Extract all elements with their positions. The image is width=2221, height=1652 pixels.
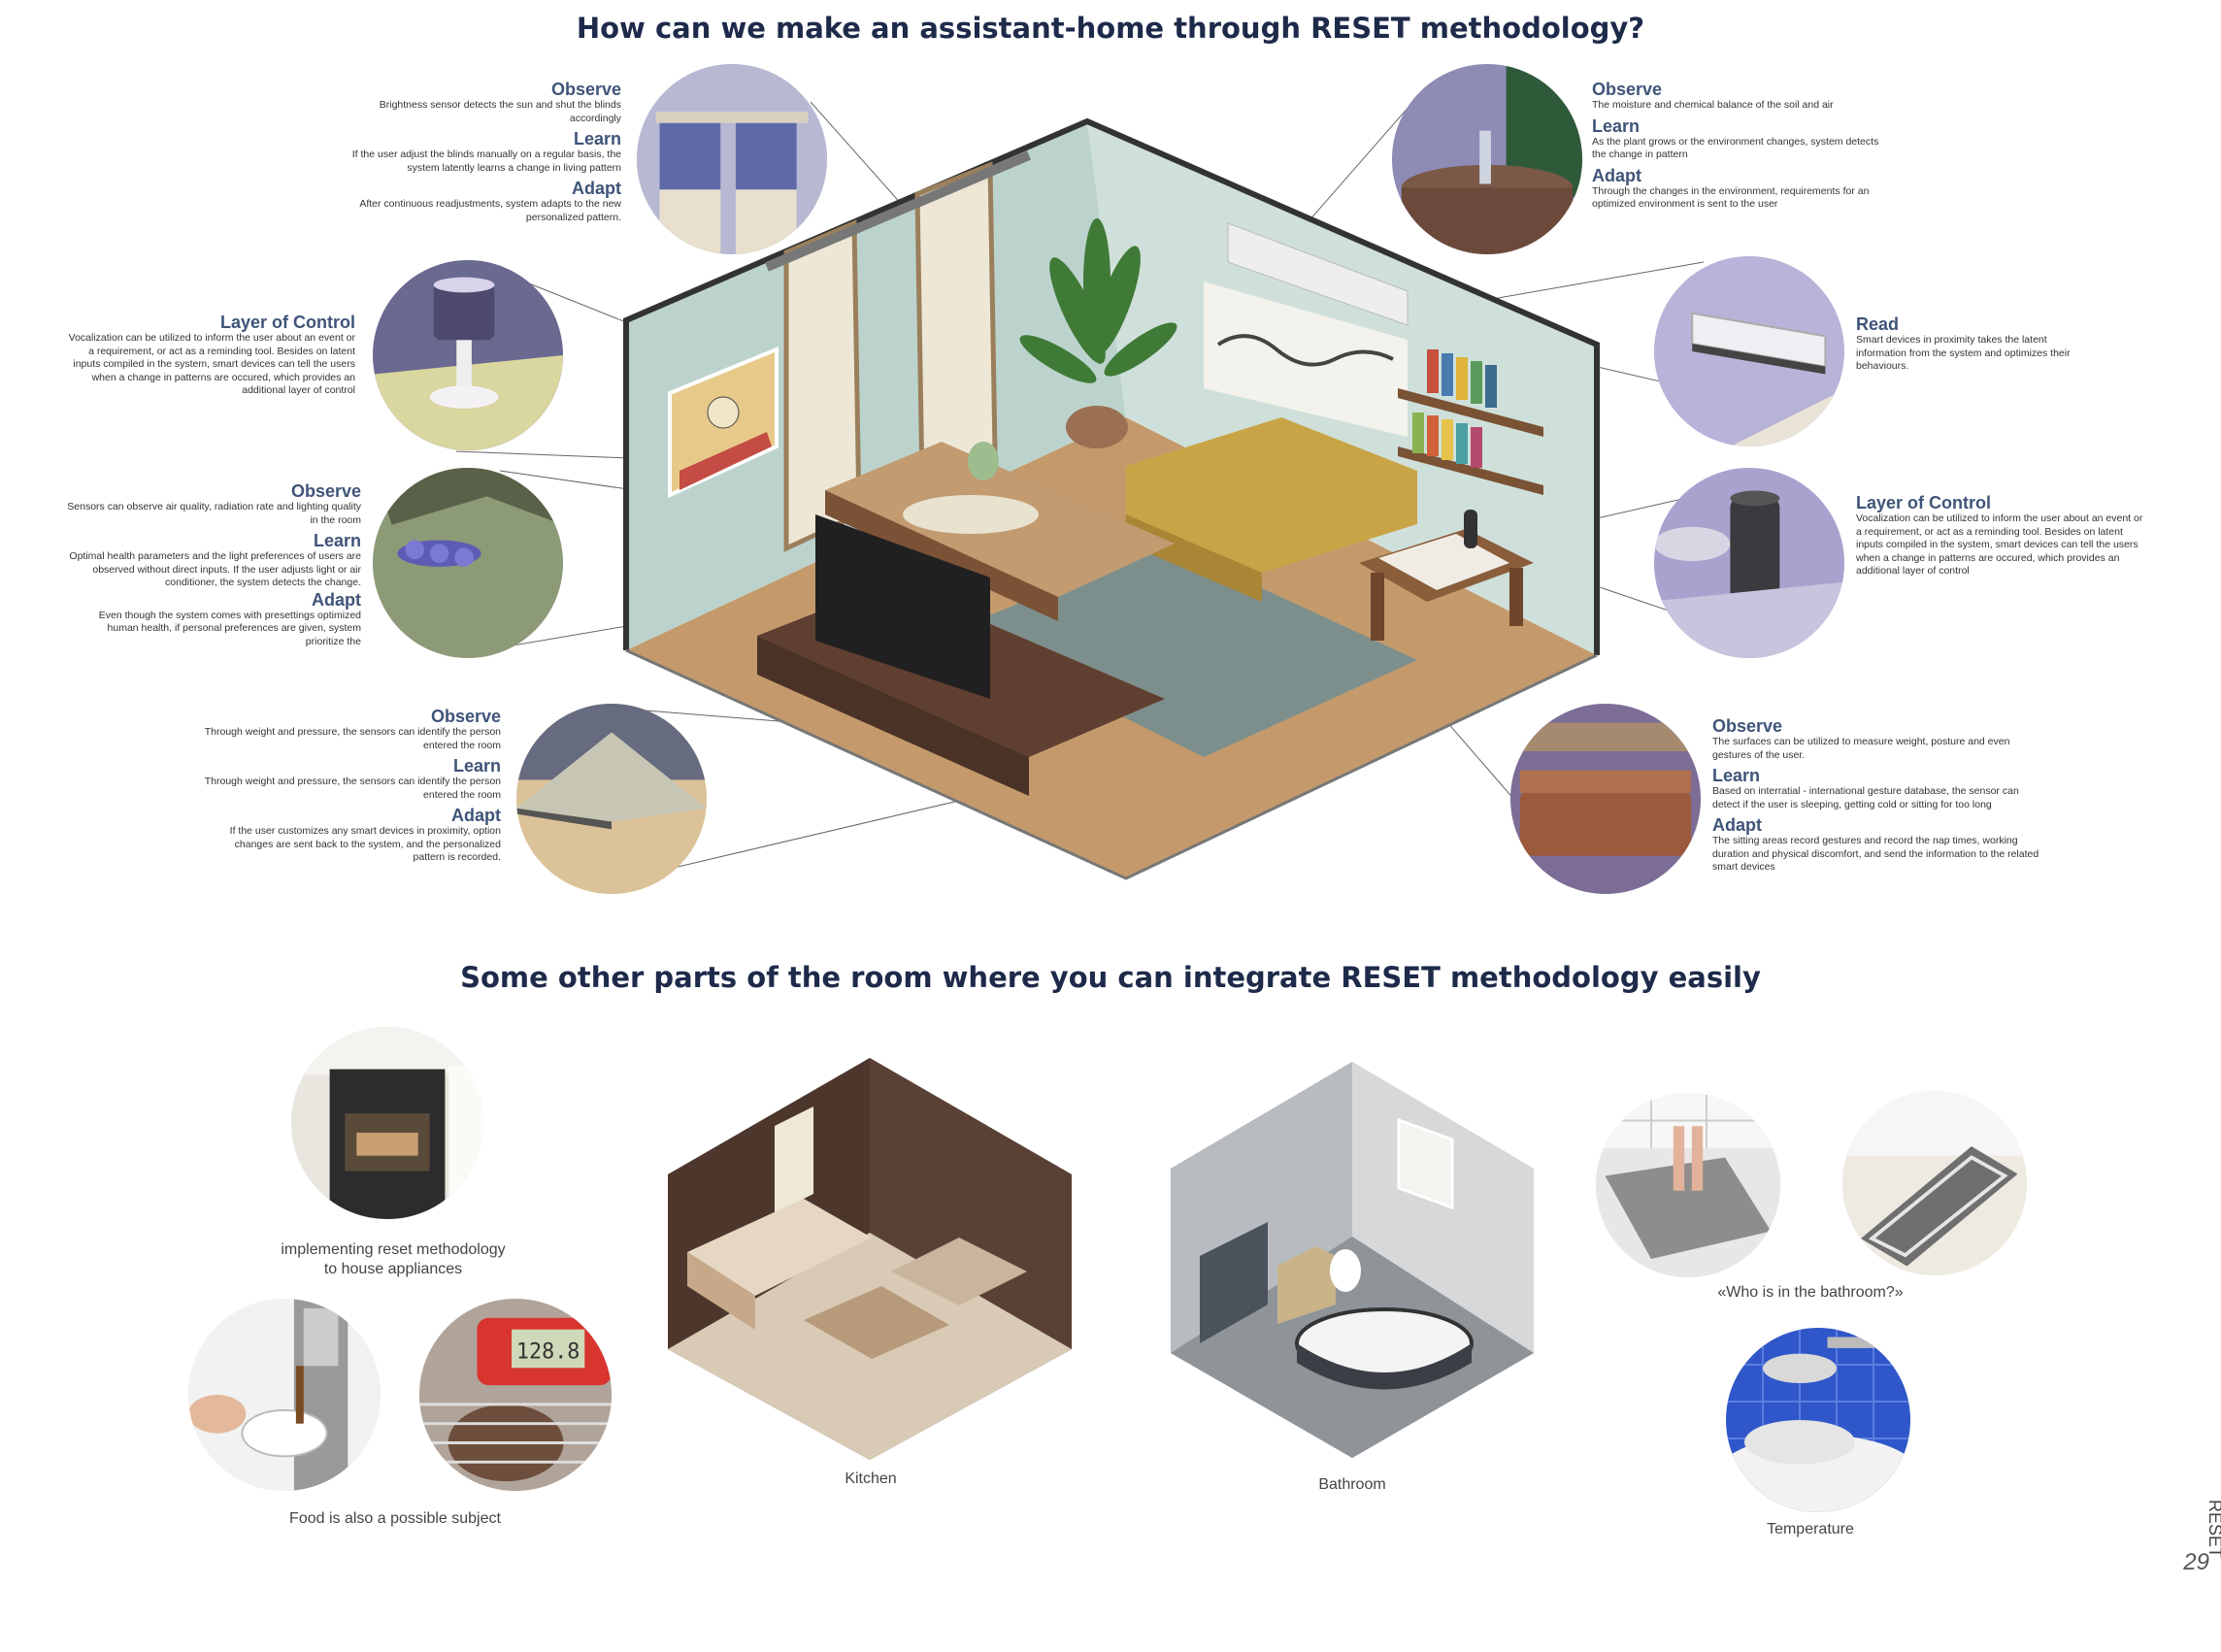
- window-right: [914, 161, 998, 489]
- sofa-annotation: Observe The surfaces can be utilized to …: [1712, 712, 2042, 875]
- annotation-text: After continuous readjustments, system a…: [359, 198, 621, 223]
- side-label: RESET: [2205, 1500, 2221, 1559]
- smart-speaker: [1464, 510, 1477, 548]
- air-sensor-annotation: Observe Sensors can observe air quality,…: [66, 478, 361, 648]
- annotation-heading: Read: [1856, 314, 1900, 334]
- annotation-text: Even though the system comes with preset…: [98, 609, 361, 647]
- ac-annotation: Read Smart devices in proximity takes th…: [1856, 311, 2079, 374]
- page-number: 29: [2183, 1549, 2209, 1575]
- annotation-heading: Learn: [452, 756, 501, 776]
- speaker-annotation: Layer of Control Vocalization can be uti…: [1856, 489, 2147, 578]
- annotation-heading: Adapt: [1712, 815, 1762, 835]
- ac-detail-circle: [1654, 256, 1844, 446]
- annotation-heading: Observe: [1712, 716, 1783, 736]
- bathroom-illustration: [1171, 1062, 1534, 1458]
- room-left-wall: [626, 121, 1126, 650]
- annotation-heading: Observe: [550, 80, 621, 99]
- bath-rug-photo-circle: [1842, 1091, 2027, 1275]
- floor-sensor-annotation: Observe Through weight and pressure, the…: [204, 703, 501, 865]
- temperature-caption: Temperature: [1767, 1521, 1854, 1537]
- sofa-detail-circle: [1510, 704, 1701, 894]
- annotation-text: Vocalization can be utilized to inform t…: [68, 332, 355, 396]
- lamp-detail-circle: [373, 260, 563, 450]
- annotation-text: Through weight and pressure, the sensors…: [204, 776, 501, 801]
- speaker-detail-circle: [1654, 468, 1844, 658]
- bookshelf: [1398, 388, 1543, 437]
- who-in-bathroom-caption: «Who is in the bathroom?»: [1717, 1284, 1904, 1301]
- sofa: [1126, 417, 1417, 573]
- annotation-text: As the plant grows or the environment ch…: [1592, 135, 1879, 161]
- annotation-heading: Learn: [1592, 116, 1641, 136]
- coffee-photo-circle: [188, 1299, 381, 1491]
- annotation-text: The sitting areas record gestures and re…: [1712, 835, 2039, 873]
- annotation-text: Through weight and pressure, the sensors…: [204, 726, 501, 751]
- plant-annotation: Observe The moisture and chemical balanc…: [1592, 76, 1883, 212]
- annotation-text: Through the changes in the environment, …: [1592, 184, 1870, 211]
- annotation-text: If the user adjust the blinds manually o…: [351, 149, 621, 174]
- thermometer-display: 128.8: [516, 1339, 580, 1364]
- annotation-text: Optimal health parameters and the light …: [69, 550, 361, 588]
- blinds-annotation: Observe Brightness sensor detects the su…: [330, 76, 621, 224]
- annotation-text: Sensors can observe air quality, radiati…: [67, 501, 361, 526]
- lamp-annotation: Layer of Control Vocalization can be uti…: [68, 309, 355, 398]
- annotation-heading: Learn: [313, 531, 361, 550]
- appliances-caption: implementing reset methodology to house …: [281, 1241, 506, 1277]
- annotation-heading: Adapt: [572, 179, 621, 198]
- annotation-heading: Learn: [1712, 766, 1761, 785]
- food-caption: Food is also a possible subject: [289, 1510, 501, 1527]
- rug: [951, 544, 1417, 757]
- annotation-heading: Layer of Control: [1856, 493, 1992, 512]
- air-sensor-detail-circle: [373, 468, 563, 658]
- sensor-lamp: [968, 442, 999, 480]
- annotation-heading: Observe: [1592, 80, 1663, 99]
- books: [1412, 349, 1497, 468]
- floor-sensor-detail-circle: [516, 704, 707, 894]
- annotation-text: Smart devices in proximity takes the lat…: [1856, 334, 2071, 372]
- living-room-illustration: [623, 117, 1600, 880]
- annotation-heading: Adapt: [451, 806, 501, 825]
- side-label-container: RESET: [2202, 1500, 2221, 1577]
- annotation-heading: Learn: [573, 129, 621, 149]
- annotation-text: The surfaces can be utilized to measure …: [1712, 736, 2010, 761]
- page-title: How can we make an assistant-home throug…: [576, 12, 1645, 45]
- annotation-heading: Observe: [290, 481, 361, 501]
- annotation-text: Based on interratial - international ges…: [1712, 785, 2019, 810]
- television: [815, 514, 990, 699]
- annotation-text: Brightness sensor detects the sun and sh…: [379, 99, 621, 124]
- annotation-heading: Layer of Control: [219, 313, 355, 332]
- plant-detail-circle: [1392, 64, 1582, 254]
- annotation-heading: Observe: [430, 707, 501, 726]
- kitchen-illustration: [668, 1058, 1072, 1460]
- air-conditioner: [1227, 222, 1409, 326]
- kitchen-caption: Kitchen: [845, 1470, 897, 1487]
- bathmat-feet-photo-circle: [1596, 1093, 1780, 1277]
- annotation-heading: Adapt: [312, 589, 361, 610]
- section-title: Some other parts of the room where you c…: [460, 961, 1761, 994]
- annotation-text: The moisture and chemical balance of the…: [1592, 99, 1834, 111]
- plant-pot: [1066, 406, 1128, 448]
- bathroom-caption: Bathroom: [1318, 1476, 1386, 1493]
- annotation-heading: Adapt: [1592, 165, 1641, 185]
- plant-leaves: [1019, 218, 1177, 383]
- oven-photo-circle: [291, 1027, 483, 1219]
- thermometer-photo-circle: 128.8: [419, 1299, 612, 1491]
- annotation-text: If the user customizes any smart devices…: [229, 825, 501, 863]
- shower-photo-circle: [1726, 1328, 1910, 1512]
- annotation-text: Vocalization can be utilized to inform t…: [1856, 512, 2143, 577]
- blinds-detail-circle: [637, 64, 827, 254]
